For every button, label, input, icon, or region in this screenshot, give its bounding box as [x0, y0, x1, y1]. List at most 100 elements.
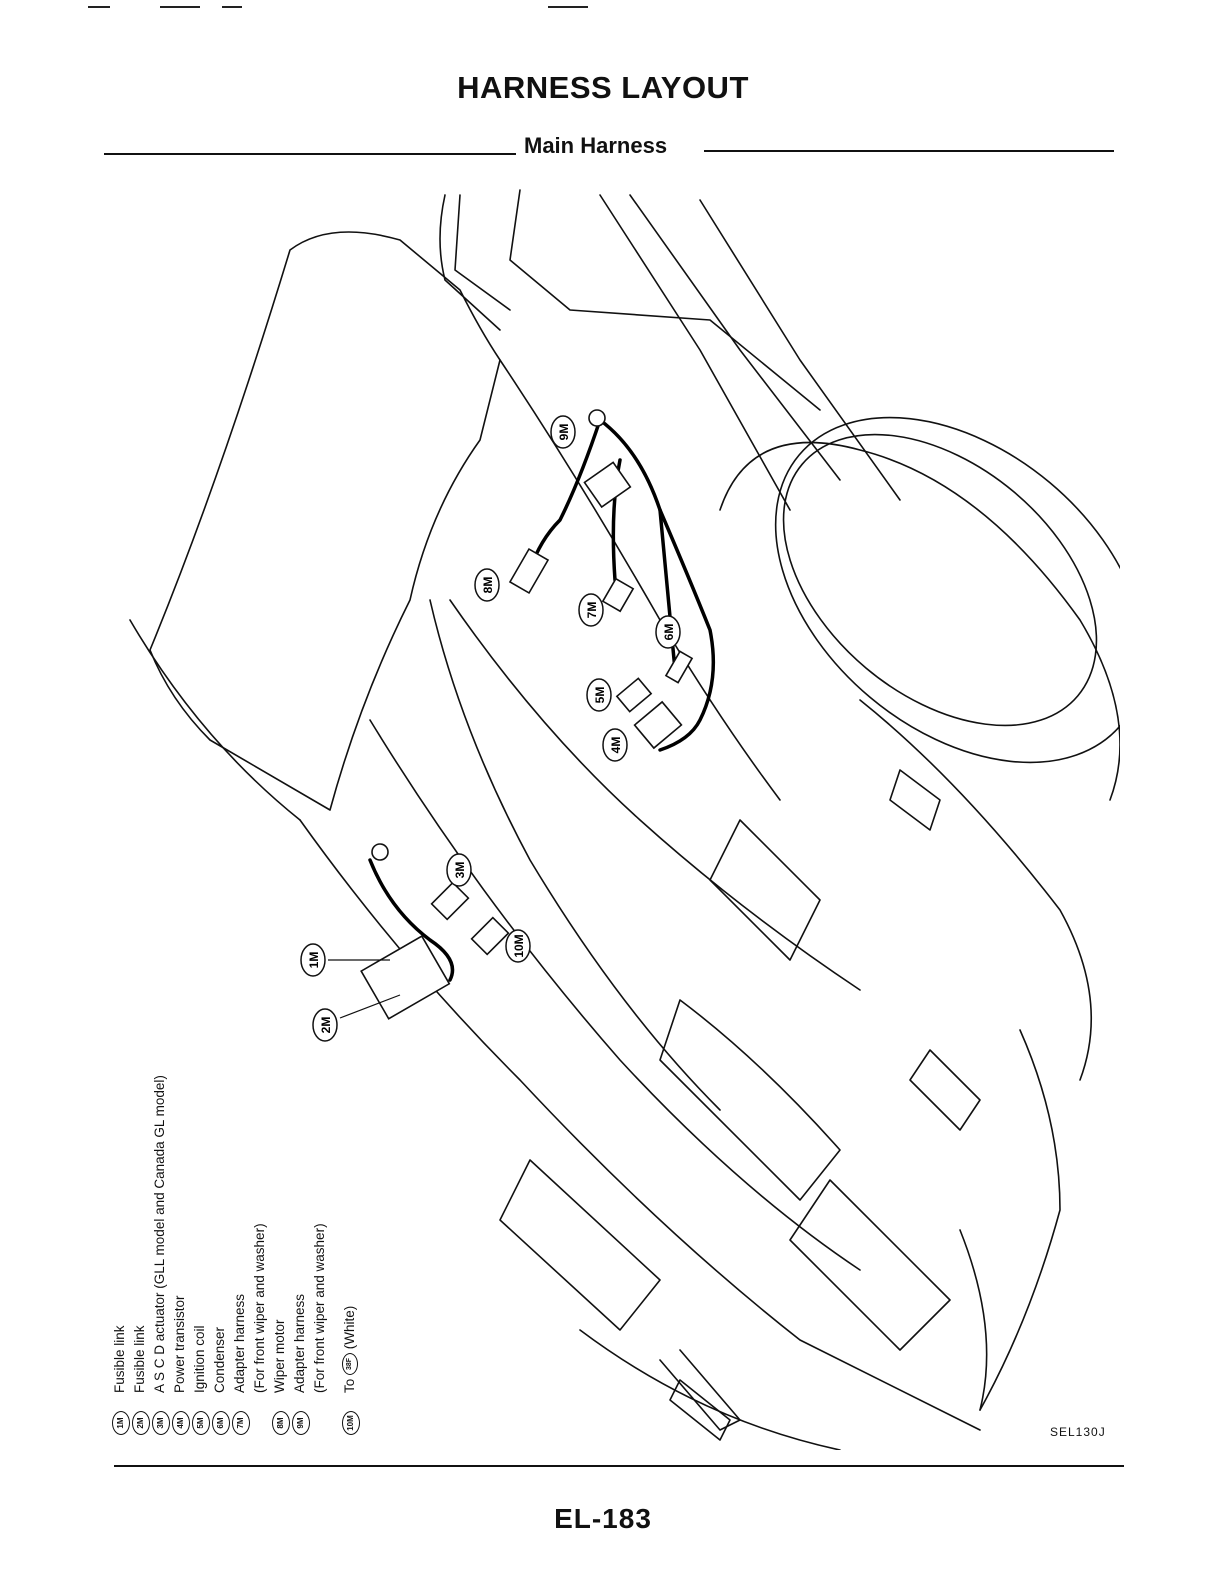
- legend-badge: 7M: [232, 1411, 250, 1435]
- fender-line-2: [629, 194, 841, 481]
- legend-badge: 9M: [292, 1411, 310, 1435]
- grille-box-2: [789, 1179, 951, 1351]
- bumper-lip: [659, 1349, 741, 1431]
- harness-front: [368, 858, 455, 982]
- lower-panel: [369, 719, 861, 1271]
- callout-8m: 8M: [481, 577, 495, 594]
- right-front-corner: [979, 1029, 1061, 1411]
- legend-item: 6M Condenser: [210, 1005, 230, 1435]
- legend-item: 1M Fusible link: [110, 1005, 130, 1435]
- scan-marks: [88, 2, 608, 12]
- front-bumper-face: [429, 599, 721, 1111]
- connector-6m-body: [664, 650, 694, 684]
- legend-item: 5M Ignition coil: [190, 1005, 210, 1435]
- engine-bay-edge: [449, 599, 861, 991]
- connector-ref-badge: 38F: [342, 1352, 359, 1375]
- corner-lamp: [669, 1379, 731, 1441]
- front-wheel: [774, 416, 1120, 764]
- fog-lamp-2: [909, 1049, 981, 1131]
- legend-item: 7M Adapter harness: [230, 1005, 250, 1435]
- legend-item-continued: (For front wiper and washer): [310, 1005, 330, 1435]
- callout-7m: 7M: [585, 602, 599, 619]
- connector-4m-body: [633, 700, 683, 750]
- legend-desc: Fusible link: [112, 1325, 127, 1393]
- fog-lamp-1: [889, 769, 941, 831]
- grille-box-1: [499, 1159, 661, 1331]
- harness-branch-8m: [528, 418, 602, 572]
- legend-badge: 8M: [272, 1411, 290, 1435]
- legend-badge: 4M: [172, 1411, 190, 1435]
- legend-desc: Condenser: [212, 1326, 227, 1393]
- bottom-rule: [114, 1465, 1124, 1467]
- legend-item: 2M Fusible link: [130, 1005, 150, 1435]
- legend-item: 3M A S C D actuator (GLL model and Canad…: [150, 1005, 170, 1435]
- legend-desc: Wiper motor: [272, 1319, 287, 1393]
- legend-badge: 2M: [132, 1411, 150, 1435]
- ground-bolt-9m: [588, 409, 606, 427]
- connector-9m-body: [583, 461, 632, 509]
- ground-bolt-front: [371, 843, 389, 861]
- section-subtitle: Main Harness: [524, 133, 668, 158]
- legend: 1M Fusible link 2M Fusible link 3M A S C…: [110, 1005, 360, 1435]
- legend-desc: Adapter harness: [292, 1293, 307, 1393]
- callout-10m: 10M: [512, 934, 526, 957]
- cowl-line: [129, 619, 301, 821]
- legend-badge: 6M: [212, 1411, 230, 1435]
- fender-line-3: [699, 199, 901, 501]
- legend-item: 8M Wiper motor: [270, 1005, 290, 1435]
- legend-desc: Power transistor: [172, 1295, 187, 1393]
- legend-desc: (For front wiper and washer): [252, 1223, 267, 1393]
- headlight-upper: [709, 819, 821, 961]
- legend-badge: 10M: [342, 1411, 360, 1435]
- connector-5m-body: [615, 677, 653, 713]
- legend-desc: (For front wiper and washer): [312, 1223, 327, 1393]
- front-bumper-top: [299, 819, 981, 1431]
- legend-item: 9M Adapter harness: [290, 1005, 310, 1435]
- legend-desc: To 38F (White): [340, 1306, 360, 1393]
- harness-main-run: [598, 418, 716, 752]
- headlight-lower: [659, 999, 841, 1201]
- callout-9m: 9M: [557, 424, 571, 441]
- page-number: EL-183: [554, 1503, 652, 1534]
- callout-badges: 9M 8M 7M 6M 5M 4M 3M 10M: [300, 415, 681, 1042]
- figure-code: SEL130J: [1050, 1425, 1106, 1439]
- callout-2m: 2M: [319, 1017, 333, 1034]
- callout-1m: 1M: [307, 952, 321, 969]
- heading-rule-left: [104, 153, 516, 155]
- legend-desc: Fusible link: [132, 1325, 147, 1393]
- connector-8m-body: [508, 547, 550, 595]
- legend-badge: 3M: [152, 1411, 170, 1435]
- legend-item: 4M Power transistor: [170, 1005, 190, 1435]
- legend-rotated: 1M Fusible link 2M Fusible link 3M A S C…: [110, 1005, 360, 1435]
- callout-4m: 4M: [609, 737, 623, 754]
- hood-line-2: [454, 194, 511, 311]
- bumper-lip-2: [959, 1229, 988, 1411]
- fusible-link-box: [360, 935, 451, 1020]
- wheel-arch: [719, 441, 1120, 801]
- legend-item-continued: (For front wiper and washer): [250, 1005, 270, 1435]
- callout-5m: 5M: [593, 687, 607, 704]
- harness-diagram: 9M 8M 7M 6M 5M 4M 3M 10M: [129, 189, 1120, 1450]
- legend-badge: 5M: [192, 1411, 210, 1435]
- legend-badge: 1M: [112, 1411, 130, 1435]
- hood-line-1: [439, 194, 501, 331]
- connector-3m-body: [430, 881, 470, 921]
- callout-6m: 6M: [662, 624, 676, 641]
- legend-desc: Ignition coil: [192, 1325, 207, 1393]
- legend-desc-prefix: To: [342, 1378, 357, 1393]
- legend-item: 10M To 38F (White): [340, 1005, 360, 1435]
- strut-tower-edge: [499, 359, 781, 801]
- legend-desc: Adapter harness: [232, 1293, 247, 1393]
- page-title: HARNESS LAYOUT: [457, 70, 749, 105]
- heading-rule-right: [704, 150, 1114, 152]
- callout-3m: 3M: [453, 862, 467, 879]
- windshield-outline: [149, 231, 501, 811]
- leader-2m: [339, 994, 401, 1019]
- fender-line-1: [599, 194, 791, 511]
- front-wheel-rim: [782, 433, 1098, 727]
- connector-10m-body: [470, 916, 510, 956]
- section-heading: Main Harness: [104, 128, 1114, 166]
- hood-line-3: [509, 189, 821, 411]
- legend-desc-suffix: (White): [342, 1305, 357, 1350]
- right-fender-curve: [859, 699, 1093, 1081]
